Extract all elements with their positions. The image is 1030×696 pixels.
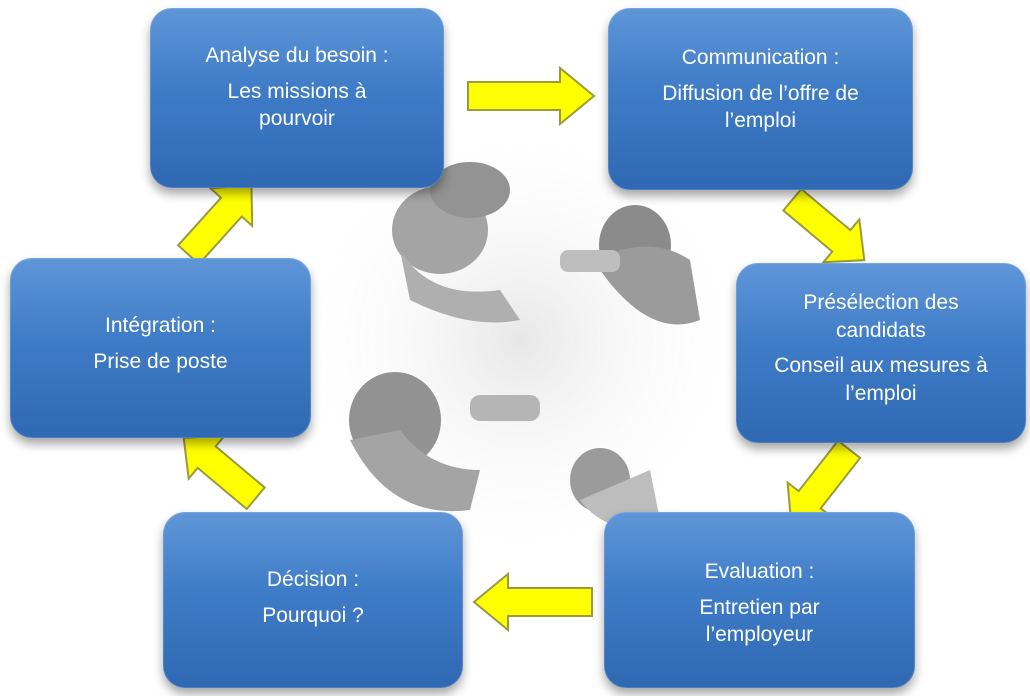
step-analyse-du-besoin: Analyse du besoin : Les missions à pourv…	[150, 8, 444, 188]
step-evaluation: Evaluation : Entretien par l’employeur	[604, 512, 915, 688]
step-communication: Communication : Diffusion de l’offre de …	[608, 8, 913, 190]
step-title: Décision :	[266, 568, 360, 591]
step-body: Les missions à pourvoir	[227, 79, 367, 131]
step-title: Intégration :	[105, 314, 216, 337]
step-body: Pourquoi ?	[262, 603, 364, 627]
arrow-right-icon	[467, 65, 596, 127]
step-decision: Décision : Pourquoi ?	[163, 512, 463, 688]
step-body: Diffusion de l’offre de l’emploi	[662, 81, 859, 133]
step-body: Prise de poste	[93, 349, 228, 373]
arrow-down-left-icon	[786, 439, 862, 525]
step-body: Conseil aux mesures à l’emploi	[774, 354, 988, 406]
step-integration: Intégration : Prise de poste	[10, 258, 311, 438]
arrow-left-icon	[472, 571, 593, 633]
step-title: Communication :	[681, 46, 840, 69]
step-title: Analyse du besoin :	[205, 44, 389, 67]
step-body: Entretien par l’employeur	[699, 595, 820, 647]
arrow-down-right-icon	[781, 187, 866, 264]
step-title: Présélection des candidats	[803, 291, 959, 342]
step-title: Evaluation :	[704, 560, 815, 583]
arrow-up-right-icon	[176, 183, 254, 266]
step-preselection: Présélection des candidats Conseil aux m…	[736, 263, 1026, 443]
